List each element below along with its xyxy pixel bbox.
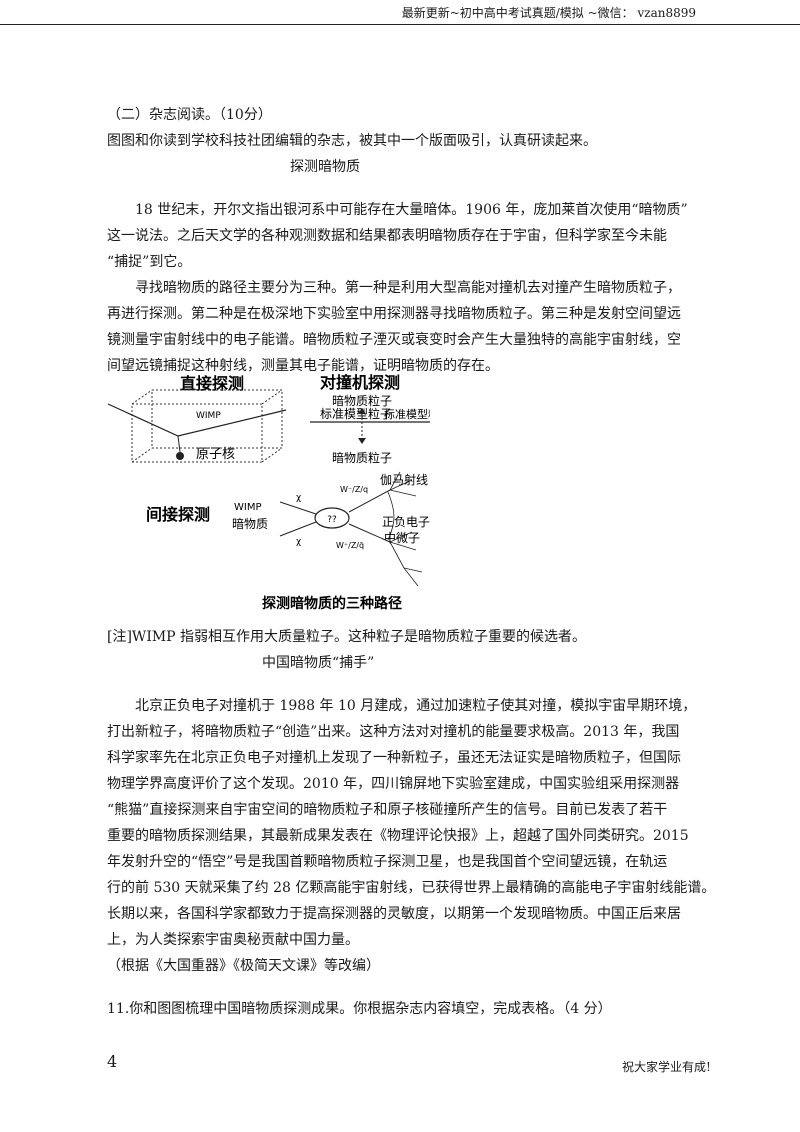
article2-line-4: 物理学界高度评价了这个发现。2010 年，四川锦屏地下实验室建成，中国实验组采用… [107, 776, 680, 792]
collider-detection-group: 对撞机探测 暗物质粒子 标准模型粒子 标准模型粒子 暗物质粒子 [310, 373, 430, 465]
vertex-label: ?? [327, 515, 337, 525]
diagram-caption: 探测暗物质的三种路径 [262, 595, 402, 612]
page-header: 最新更新~初中高中考试真题/模拟 ~微信： vzan8899 [0, 0, 800, 25]
note: [注]WIMP 指弱相互作用大质量粒子。这种粒子是暗物质粒子重要的候选者。 [107, 629, 587, 645]
article1-title: 探测暗物质 [290, 159, 360, 175]
nucleus-dot [176, 452, 184, 460]
gamma-ray-label: 伽马射线 [380, 472, 428, 487]
direct-detection-group: 直接探测 WIMP 原子核 [107, 374, 287, 463]
boson-top: W⁻/Z/q [340, 485, 368, 494]
chi-top: χ [296, 493, 301, 503]
collider-title: 对撞机探测 [320, 373, 400, 392]
article1-line-3: “捕捉”到它。 [107, 254, 192, 270]
annihilation-vertex [314, 507, 350, 529]
article1-line-2: 这一说法。之后天文学的各种观测数据和结果都表明暗物质存在于宇宙，但科学家至今未能 [107, 228, 667, 244]
article1-line-5: 再进行探测。第二种是在极深地下实验室中用探测器寻找暗物质粒子。第三种是发射空间望… [107, 306, 681, 322]
wimp2-label: WIMP [234, 502, 262, 513]
header-text: 最新更新~初中高中考试真题/模拟 ~微信： vzan8899 [401, 6, 696, 20]
article2-line-5: “熊猫”直接探测来自宇宙空间的暗物质粒子和原子核碰撞所产生的信号。目前已发表了若… [107, 802, 668, 818]
article2-line-3: 科学家率先在北京正负电子对撞机上发现了一种新粒子，虽还无法证实是暗物质粒子，但国… [107, 750, 681, 766]
footer-motto: 祝大家学业有成! [622, 1060, 711, 1074]
detection-paths-diagram: 直接探测 WIMP 原子核 对撞机探测 暗物质粒子 标准模型粒子 标准模型粒子 [107, 373, 430, 612]
question-11: 11.你和图图梳理中国暗物质探测成果。你根据杂志内容填空，完成表格。（4 分） [107, 1001, 612, 1017]
wimp-label: WIMP [196, 411, 221, 421]
page-number: 4 [107, 1052, 118, 1071]
article2-line-7: 年发射升空的“悟空”号是我国首颗暗物质粒子探测卫星，也是我国首个空间望远镜，在轨… [107, 854, 668, 870]
article1-line-1: 18 世纪末，开尔文指出银河系中可能存在大量暗体。1906 年，庞加莱首次使用“… [135, 202, 688, 218]
article2-line-9: 长期以来，各国科学家都致力于提高探测器的灵敏度，以期第一个发现暗物质。中国正后来… [107, 906, 681, 922]
article2-line-6: 重要的暗物质探测结果，其最新成果发表在《物理评论快报》上，超越了国外同类研究。2… [107, 828, 689, 844]
dm-particle-top: 暗物质粒子 [332, 393, 392, 408]
article2-line-10: 上，为人类探索宇宙奥秘贡献中国力量。 [107, 932, 359, 948]
article2-line-8: 行的前 530 天就采集了约 28 亿颗高能宇宙射线，已获得世界上最精确的高能电… [107, 880, 716, 896]
indirect-title: 间接探测 [146, 505, 210, 524]
article1-line-4: 寻找暗物质的路径主要分为三种。第一种是利用大型高能对撞机去对撞产生暗物质粒子， [135, 280, 681, 296]
neutrino-label: 中微子 [384, 530, 420, 545]
article2-line-1: 北京正负电子对撞机于 1988 年 10 月建成，通过加速粒子使其对撞，模拟宇宙… [135, 698, 697, 714]
dark-matter-label: 暗物质 [232, 516, 268, 531]
article2-line-2: 打出新粒子，将暗物质粒子“创造”出来。这种方法对对撞机的能量要求极高。2013 … [107, 724, 680, 740]
electron-label: 正负电子 [382, 515, 430, 529]
boson-bottom: W⁺/Z/q̄ [336, 541, 364, 550]
standard-particle-right: 标准模型粒子 [384, 407, 430, 421]
direct-title: 直接探测 [180, 374, 244, 393]
article1-line-7: 间望远镜捕捉这种射线，测量其电子能谱，证明暗物质的存在。 [107, 358, 499, 374]
dm-particle-bottom: 暗物质粒子 [332, 450, 392, 465]
article2-source: （根据《大国重器》《极简天文课》等改编） [107, 958, 380, 974]
article1-line-6: 镜测量宇宙射线中的电子能谱。暗物质粒子湮灭或衰变时会产生大量独特的高能宇宙射线，… [107, 332, 681, 348]
article2-title: 中国暗物质“捕手” [262, 655, 375, 671]
section-title: （二）杂志阅读。（10分） [107, 107, 272, 123]
standard-particle-left: 标准模型粒子 [320, 406, 392, 421]
indirect-detection-group: 间接探测 WIMP 暗物质 ?? χ χ W⁻/Z/q W⁺/Z/q̄ [146, 471, 430, 587]
chi-bottom: χ [296, 537, 301, 547]
section-intro: 图图和你读到学校科技社团编辑的杂志，被其中一个版面吸引，认真研读起来。 [107, 133, 597, 149]
nucleus-label: 原子核 [196, 447, 235, 462]
